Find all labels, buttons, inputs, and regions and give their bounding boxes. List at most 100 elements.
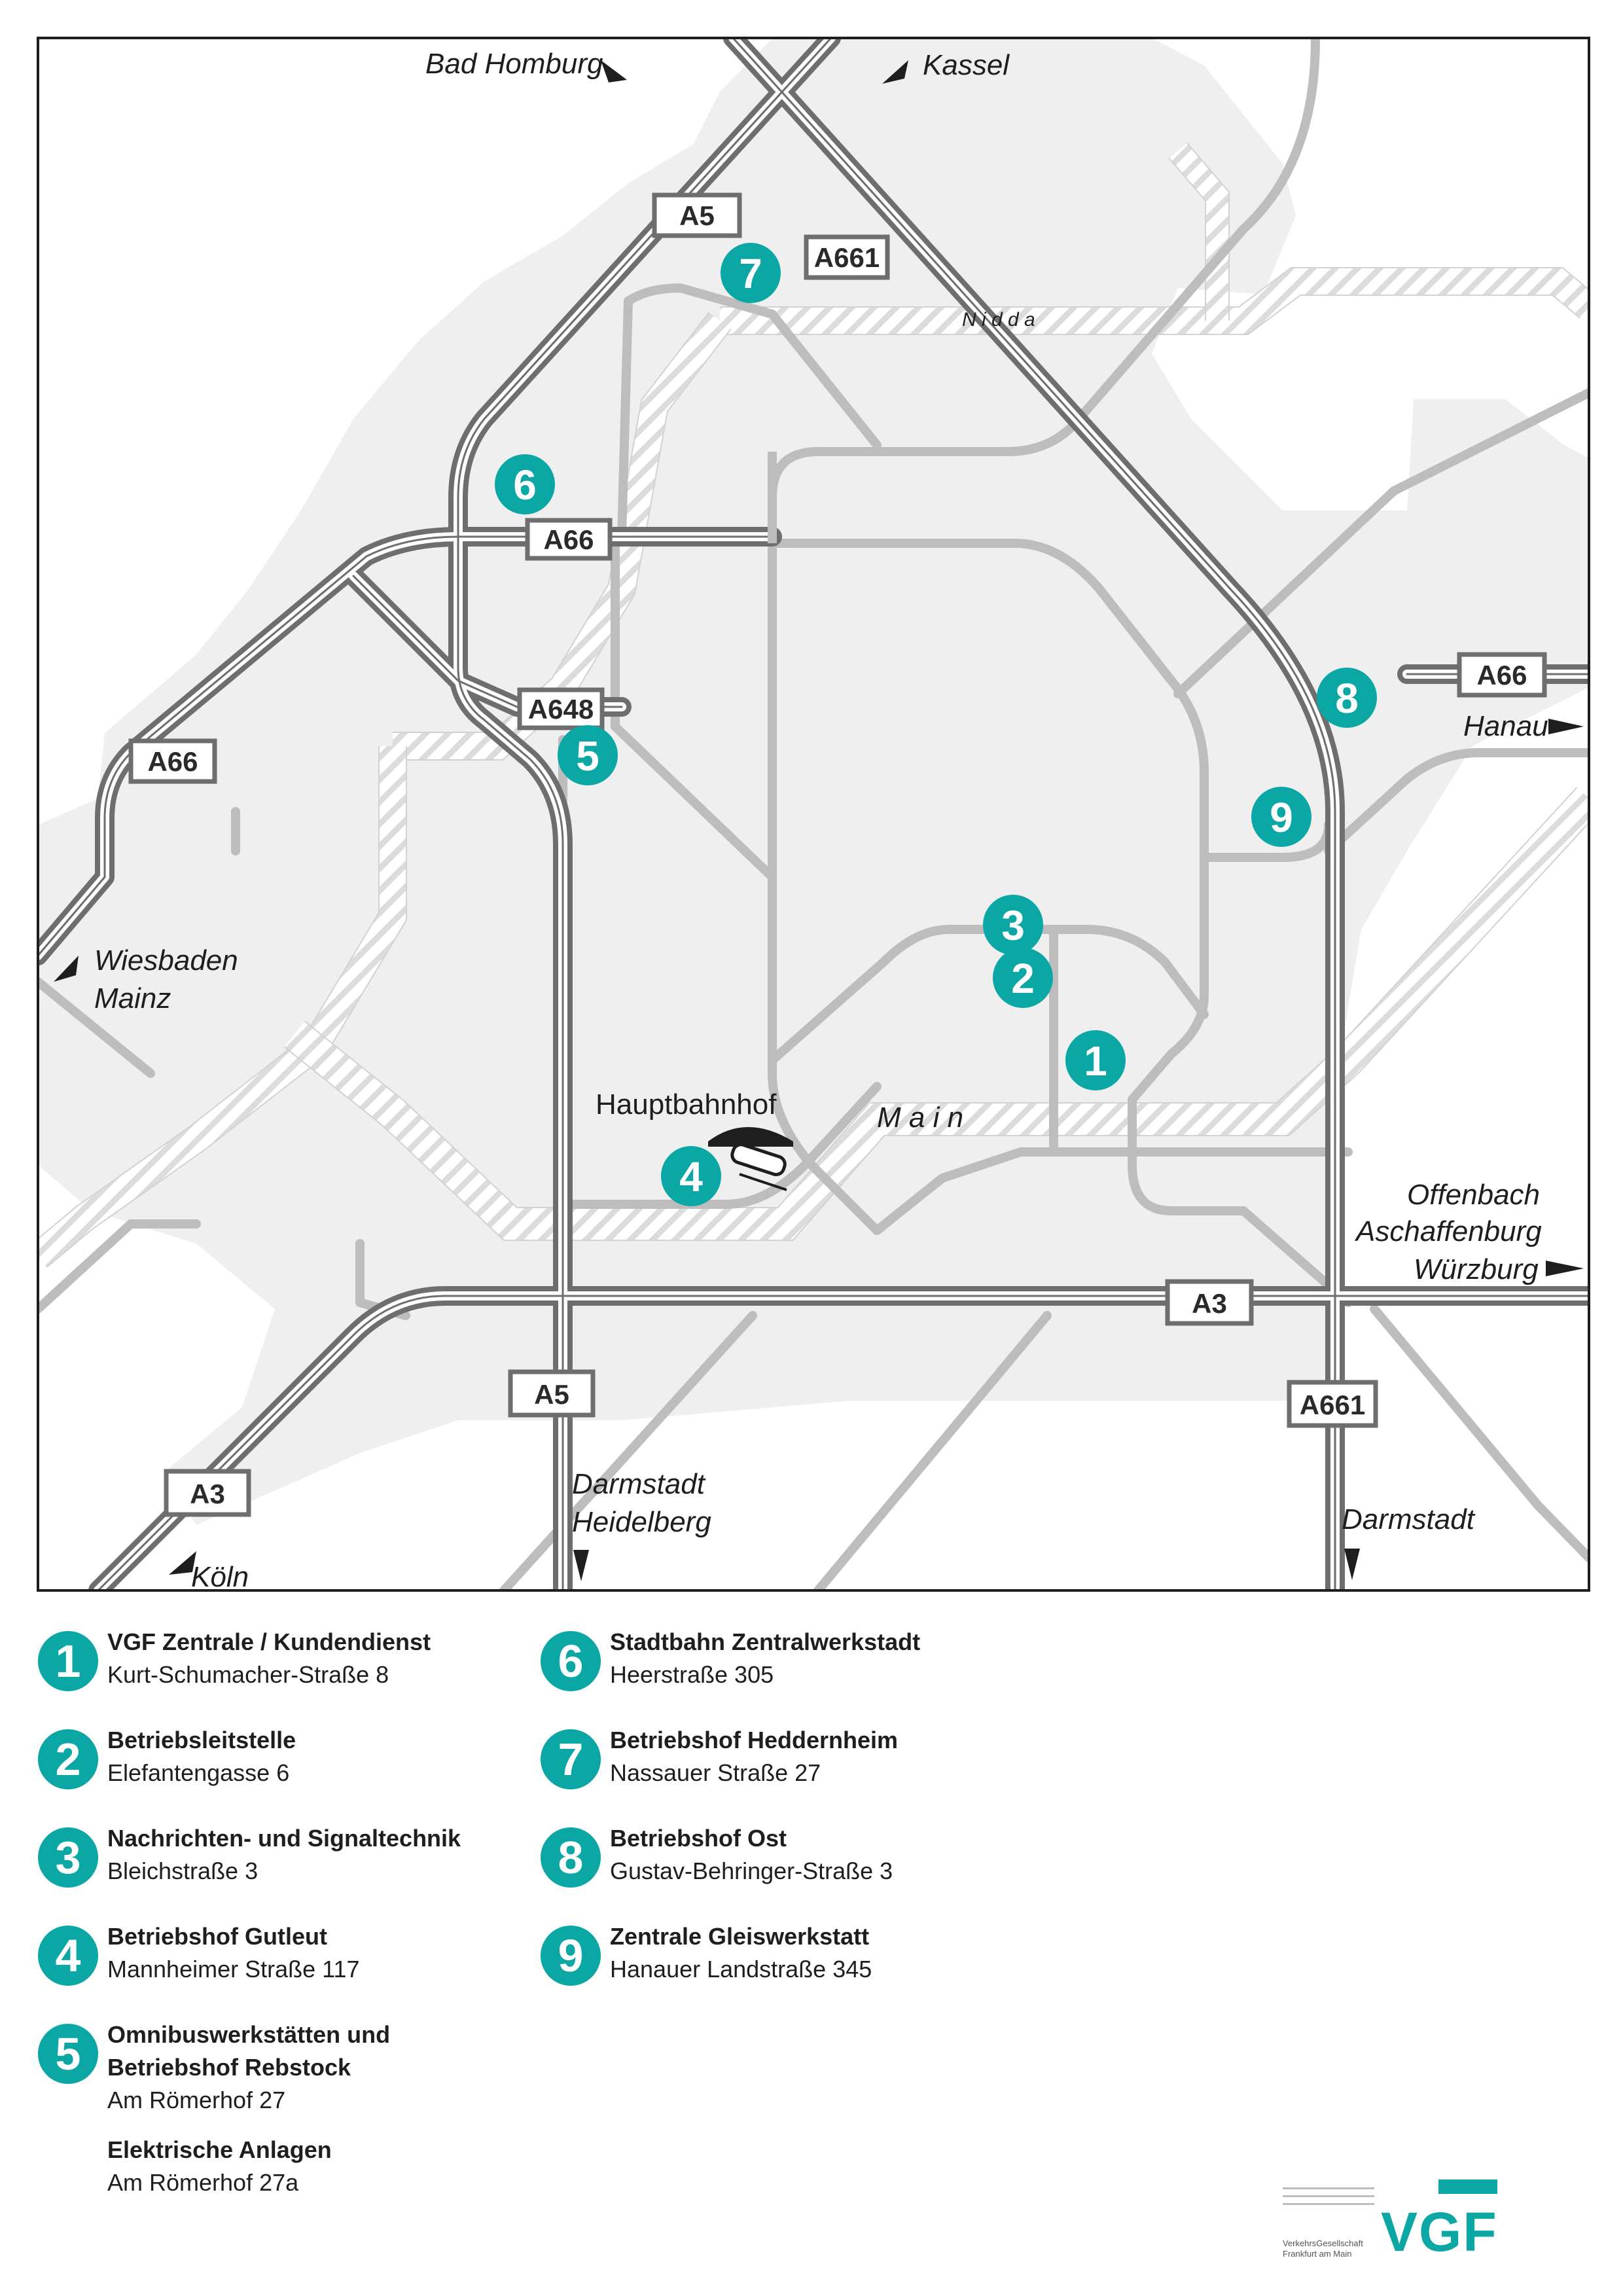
location-markers: 1 2 3 4 5 6 7 8 9: [495, 243, 1377, 1206]
shield-a661-south: A661: [1287, 1380, 1378, 1428]
city-map: N i d d a M a i n A5 A661 A66 A648 A66 A…: [37, 37, 1590, 1593]
shield-a66-east: A66: [1457, 652, 1547, 698]
legend-name: Stadtbahn Zentralwerkstadt: [610, 1628, 921, 1655]
legend-badge: 5: [38, 2024, 98, 2084]
legend-badge: 3: [38, 1827, 98, 1888]
dest-bad-homburg: Bad Homburg: [425, 48, 603, 80]
dest-hanau: Hanau: [1463, 710, 1548, 742]
shield-text: A3: [1192, 1288, 1227, 1319]
svg-text:3: 3: [1001, 902, 1025, 949]
shield-a3-center: A3: [1165, 1279, 1254, 1326]
river-label-main: M a i n: [877, 1102, 963, 1134]
arrow-icon: [882, 60, 908, 84]
legend-address: Bleichstraße 3: [107, 1857, 259, 1884]
marker-1[interactable]: 1: [1065, 1030, 1126, 1090]
shield-text: A66: [1476, 660, 1527, 691]
river-label-nidda: N i d d a: [962, 309, 1035, 331]
motorway-shields: A5 A661 A66 A648 A66 A66 A3 A5: [128, 192, 1547, 1517]
dest-darmstadt-east: Darmstadt: [1342, 1503, 1476, 1535]
marker-6[interactable]: 6: [495, 454, 555, 514]
legend-badge: 1: [38, 1631, 98, 1691]
legend-name: VGF Zentrale / Kundendienst: [107, 1628, 431, 1655]
vgf-logo: VerkehrsGesellschaft Frankfurt am Main V…: [1283, 2173, 1499, 2263]
station-label: Hauptbahnhof: [596, 1088, 777, 1121]
train-station-icon: [708, 1127, 793, 1191]
dest-offenbach: Offenbach: [1407, 1179, 1540, 1211]
dest-heidelberg: Heidelberg: [572, 1506, 711, 1538]
legend-name: Nachrichten- und Signaltechnik: [107, 1825, 461, 1852]
shield-text: A661: [1300, 1390, 1365, 1420]
dest-wiesbaden: Wiesbaden: [94, 944, 238, 977]
marker-4[interactable]: 4: [661, 1146, 721, 1206]
legend-name: Zentrale Gleiswerkstatt: [610, 1923, 870, 1950]
shield-text: A5: [534, 1379, 569, 1410]
shield-text: A3: [190, 1479, 225, 1509]
dest-darmstadt: Darmstadt: [572, 1468, 706, 1500]
dest-mainz: Mainz: [94, 982, 171, 1014]
marker-2[interactable]: 2: [993, 948, 1053, 1008]
legend-badge: 2: [38, 1729, 98, 1789]
marker-7[interactable]: 7: [721, 243, 781, 303]
legend-name: Betriebsleitstelle: [107, 1727, 296, 1753]
shield-text: A66: [543, 524, 594, 555]
legend-address: Nassauer Straße 27: [610, 1759, 821, 1786]
shield-a5-north: A5: [652, 192, 742, 238]
legend-address: Elefantengasse 6: [107, 1759, 290, 1786]
svg-text:4: 4: [679, 1153, 703, 1200]
marker-8[interactable]: 8: [1317, 668, 1377, 728]
arrow-icon: [169, 1551, 196, 1575]
arrow-icon: [601, 60, 627, 82]
svg-text:8: 8: [1335, 675, 1359, 722]
legend-badge: 7: [541, 1729, 601, 1789]
marker-9[interactable]: 9: [1251, 787, 1311, 847]
legend-address: Heerstraße 305: [610, 1661, 774, 1688]
legend-badge: 8: [541, 1827, 601, 1888]
shield-text: A661: [814, 242, 880, 273]
legend-name: Betriebshof Heddernheim: [610, 1727, 899, 1753]
legend-address: Gustav-Behringer-Straße 3: [610, 1857, 893, 1884]
legend-address: Mannheimer Straße 117: [107, 1956, 360, 1982]
legend-name: Betriebshof Gutleut: [107, 1923, 328, 1950]
legend-address: Am Römerhof 27: [107, 2087, 286, 2113]
shield-a5-south: A5: [508, 1369, 596, 1418]
legend-name-line2: Betriebshof Rebstock: [107, 2054, 351, 2081]
dest-wuerzburg: Würzburg: [1414, 1253, 1539, 1285]
arrow-icon: [1546, 1261, 1584, 1276]
shield-text: A5: [679, 200, 715, 231]
shield-a66-center: A66: [525, 518, 613, 561]
legend-badge: 6: [541, 1631, 601, 1691]
legend-extra-name: Elektrische Anlagen: [107, 2136, 332, 2163]
svg-text:9: 9: [1270, 794, 1293, 841]
arrow-icon: [573, 1550, 589, 1581]
legend-extra-address: Am Römerhof 27a: [107, 2169, 299, 2196]
legend-badge: 9: [541, 1926, 601, 1986]
logo-line1: VerkehrsGesellschaft: [1283, 2238, 1363, 2248]
marker-5[interactable]: 5: [558, 725, 618, 785]
legend-address: Hanauer Landstraße 345: [610, 1956, 872, 1982]
shield-a66-west: A66: [128, 738, 217, 784]
motorways: [38, 38, 1589, 1590]
logo-word: VGF: [1381, 2201, 1498, 2263]
svg-text:7: 7: [739, 250, 762, 297]
destinations: Bad Homburg Kassel Wiesbaden Mainz Hanau…: [54, 48, 1584, 1593]
legend-name: Omnibuswerkstätten und: [107, 2021, 391, 2048]
shield-a661-north: A661: [804, 234, 890, 280]
river-nidda: [38, 142, 1589, 1268]
arrow-icon: [54, 956, 79, 982]
svg-text:1: 1: [1084, 1037, 1107, 1085]
shield-a3-southwest: A3: [164, 1469, 251, 1517]
svg-text:6: 6: [513, 461, 537, 509]
legend-badge: 4: [38, 1926, 98, 1986]
city-streets: [38, 38, 1589, 1590]
shield-text: A66: [147, 746, 198, 777]
arrow-icon: [1548, 719, 1584, 734]
legend-name: Betriebshof Ost: [610, 1825, 787, 1852]
map-frame: [37, 37, 1590, 1592]
dest-koeln: Köln: [191, 1561, 249, 1593]
arrow-icon: [1344, 1549, 1360, 1580]
hauptbahnhof: Hauptbahnhof: [596, 1088, 793, 1191]
logo-line2: Frankfurt am Main: [1283, 2249, 1352, 2259]
shield-text: A648: [528, 694, 594, 725]
marker-3[interactable]: 3: [983, 895, 1043, 955]
